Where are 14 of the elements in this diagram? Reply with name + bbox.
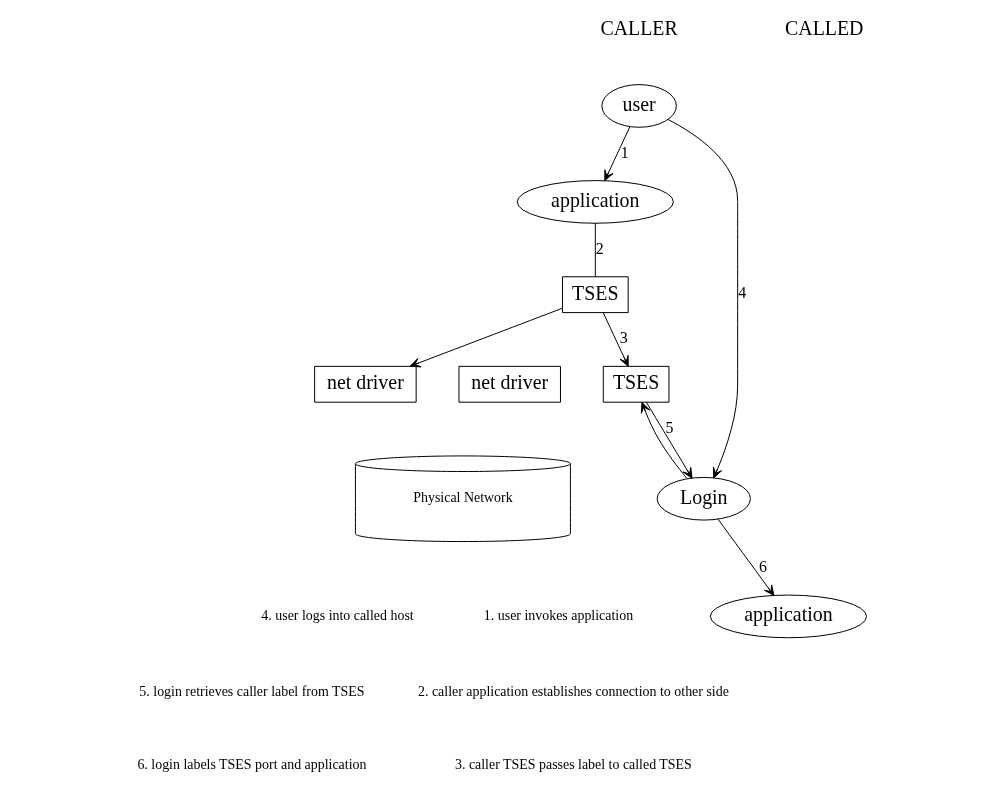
label: 2. caller application establishes connection to other side xyxy=(418,683,729,699)
label: 1. user invokes application xyxy=(483,608,634,624)
label: 5. login retrieves caller label from TSES xyxy=(139,683,365,699)
edge-label: 3 xyxy=(619,329,628,347)
edge-label: 5 xyxy=(665,418,674,436)
edge-label: 1 xyxy=(620,143,629,161)
label: 6. login labels TSES port and application xyxy=(137,756,367,772)
edge-label: 2 xyxy=(595,239,604,257)
label: 3. caller TSES passes label to called TSES xyxy=(454,756,692,772)
edge-label: 4 xyxy=(738,284,747,302)
label: CALLED xyxy=(785,17,864,40)
label: 4. user logs into called host xyxy=(261,608,414,624)
label: CALLER xyxy=(600,17,678,40)
edge-label: 6 xyxy=(759,558,768,576)
